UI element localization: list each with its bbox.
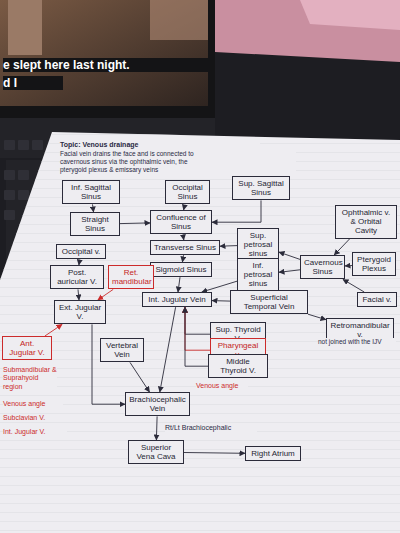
- annotation: Submandibular & Suprahyoid region: [3, 366, 57, 391]
- box-label: Sup. Sagittal Sinus: [236, 179, 286, 197]
- note-text: pterygoid plexus & emissary veins: [60, 166, 296, 174]
- flow-arrow: [220, 245, 237, 247]
- flow-arrow: [156, 416, 158, 440]
- flow-arrow: [130, 362, 150, 392]
- flow-arrow: [178, 277, 180, 292]
- flow-arrow: [212, 300, 230, 302]
- flow-arrow: [98, 289, 113, 300]
- box-label: Brachiocephalic Vein: [129, 395, 186, 413]
- flow-arrow: [343, 279, 364, 292]
- box-label: Inf. petrosal sinus: [241, 261, 275, 289]
- box-label: Occipital Sinus: [169, 183, 206, 201]
- process-box: Middle Thyroid V.: [208, 354, 268, 378]
- annotation: Subclavian V.: [3, 414, 63, 422]
- process-box: Post. auricular V.: [50, 265, 104, 289]
- flow-arrow: [308, 314, 326, 320]
- flow-arrow: [279, 252, 300, 259]
- flow-arrow: [93, 204, 94, 212]
- process-box: Sigmoid Sinus: [150, 262, 212, 277]
- box-label: Superior Vena Cava: [132, 443, 180, 461]
- box-label: Middle Thyroid V.: [212, 357, 264, 375]
- flow-arrow: [45, 324, 62, 336]
- process-box: Sup. Sagittal Sinus: [232, 176, 290, 200]
- process-box: Straight Sinus: [70, 212, 120, 236]
- box-label: Straight Sinus: [74, 215, 116, 233]
- flow-arrow: [185, 307, 208, 366]
- process-box: Pterygoid Plexus: [352, 252, 396, 276]
- box-label: Facial v.: [361, 295, 393, 304]
- box-label: Ant. Jugular V.: [6, 339, 48, 357]
- flow-arrow: [334, 239, 350, 255]
- process-box: Int. Jugular Vein: [142, 292, 212, 307]
- annotation: Rt/Lt Brachiocephalic: [165, 424, 257, 432]
- flow-arrow: [92, 324, 125, 404]
- box-label: Ophthalmic v. & Orbital Cavity: [339, 208, 393, 236]
- box-label: Superficial Temporal Vein: [234, 293, 304, 311]
- process-box: Ret. mandibular: [108, 265, 154, 289]
- box-label: Post. auricular V.: [54, 268, 100, 286]
- flow-arrow: [185, 307, 210, 350]
- note-text: cavernous sinus via the ophthalmic vein,…: [60, 158, 296, 166]
- process-box: Occipital Sinus: [165, 180, 210, 204]
- process-box: Ext. Jugular V.: [54, 300, 106, 324]
- process-box: Sup. petrosal sinus: [237, 228, 279, 262]
- flow-arrow: [184, 452, 245, 454]
- flow-arrow: [212, 200, 261, 222]
- flow-arrow: [182, 255, 183, 262]
- annotation: Int. Jugular V.: [3, 428, 67, 436]
- process-box: Ant. Jugular V.: [2, 336, 52, 360]
- process-box: Cavernous Sinus: [300, 255, 345, 279]
- process-box: Vertebral Vein: [100, 338, 144, 362]
- flow-arrow: [78, 289, 79, 300]
- subtitle-text: e slept here last night.: [3, 58, 208, 72]
- box-label: Inf. Sagittal Sinus: [66, 183, 116, 201]
- note-text: Facial vein drains the face and is conne…: [60, 150, 296, 158]
- flow-arrow: [185, 307, 210, 334]
- box-label: Confluence of Sinus: [154, 213, 208, 231]
- flow-arrow: [120, 222, 150, 224]
- box-label: Cavernous Sinus: [304, 258, 341, 276]
- box-label: Sup. petrosal sinus: [241, 231, 275, 259]
- process-box: Inf. Sagittal Sinus: [62, 180, 120, 204]
- box-label: Sigmoid Sinus: [154, 265, 208, 274]
- process-box: Confluence of Sinus: [150, 210, 212, 234]
- box-label: Transverse Sinus: [154, 243, 216, 252]
- annotation: Venous angle: [196, 382, 248, 390]
- box-label: Retromandibular v.: [330, 321, 390, 339]
- box-label: Occipital v.: [60, 247, 102, 256]
- box-label: Vertebral Vein: [104, 341, 140, 359]
- box-label: Ret. mandibular: [112, 268, 150, 286]
- annotation: not joined with the IJV: [318, 338, 396, 346]
- box-label: Int. Jugular Vein: [146, 295, 208, 304]
- box-label: Ext. Jugular V.: [58, 303, 102, 321]
- flow-arrow: [345, 265, 352, 266]
- process-box: Ophthalmic v. & Orbital Cavity: [335, 205, 397, 239]
- process-box: Facial v.: [357, 292, 397, 307]
- box-label: Right Atrium: [249, 449, 297, 458]
- process-box: Right Atrium: [245, 446, 301, 461]
- note-heading: Topic: Venous drainage: [60, 141, 260, 149]
- box-label: Pterygoid Plexus: [356, 255, 392, 273]
- process-box: Occipital v.: [56, 244, 106, 259]
- process-box: Superficial Temporal Vein: [230, 290, 308, 314]
- process-box: Brachiocephalic Vein: [125, 392, 190, 416]
- process-box: Transverse Sinus: [150, 240, 220, 255]
- process-box: Superior Vena Cava: [128, 440, 184, 464]
- subtitle-text: d I: [3, 76, 63, 90]
- process-box: Inf. petrosal sinus: [237, 258, 279, 292]
- flow-arrow: [160, 307, 176, 392]
- annotation: Venous angle: [3, 400, 63, 408]
- flow-arrow: [279, 270, 300, 273]
